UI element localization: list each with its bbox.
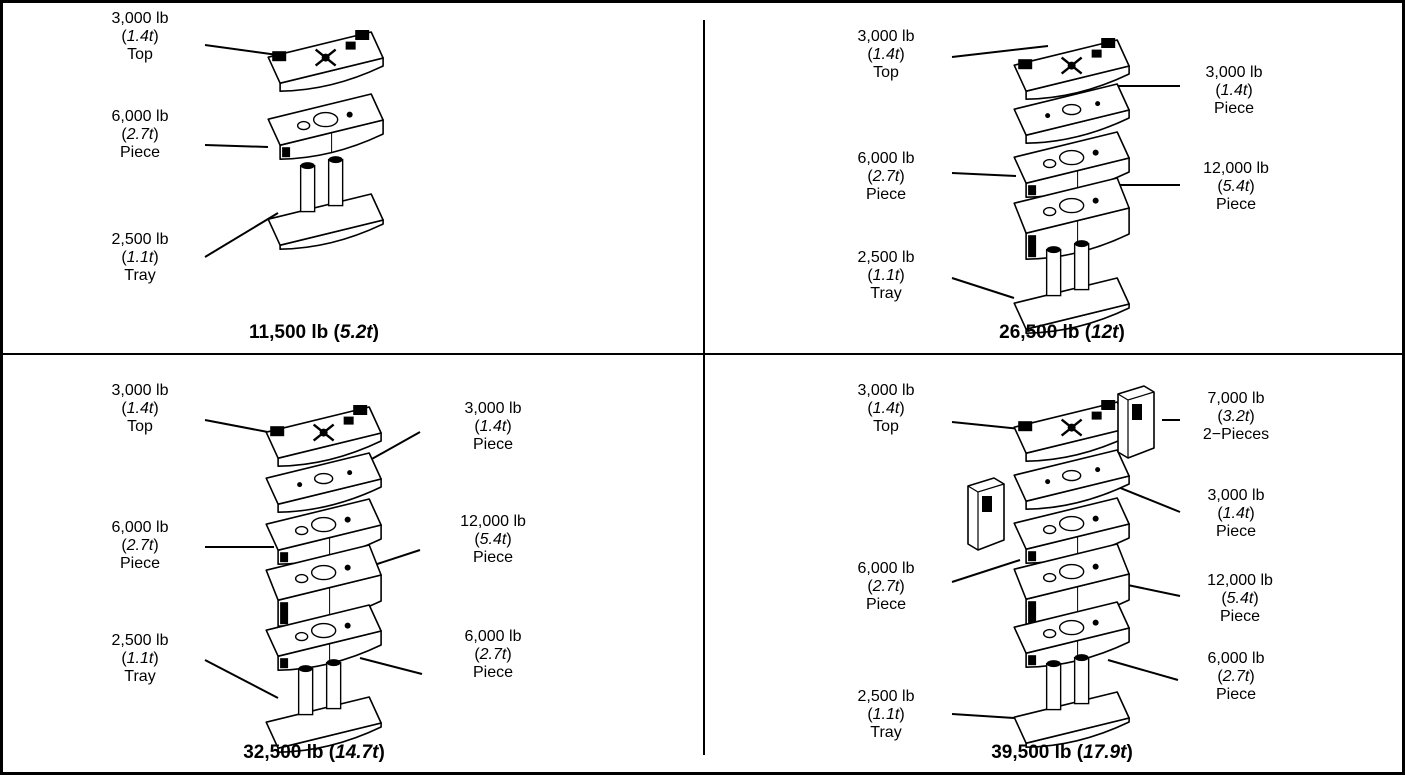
- leader-line: [951, 45, 1049, 58]
- label-tray-weight: 2,500 lb(1.1t)Tray: [857, 249, 915, 302]
- label-piece-weight: 3,000 lb(1.4t)Piece: [1207, 487, 1265, 540]
- piece-6000-shape: [267, 93, 384, 160]
- vertical-divider-bottom: [703, 355, 705, 755]
- top-plate-shape: [1013, 38, 1130, 100]
- label-two-pieces-weight: 7,000 lb(3.2t)2−Pieces: [1202, 390, 1270, 443]
- thin-piece-shape: [1013, 83, 1130, 144]
- vertical-divider-top: [703, 20, 705, 353]
- label-top-weight: 3,000 lb(1.4t)Top: [857, 382, 915, 435]
- label-piece-weight: 6,000 lb(2.7t)Piece: [1207, 650, 1265, 703]
- total-weight: 39,500 lb (17.9t): [991, 742, 1133, 763]
- leader-line: [204, 659, 279, 699]
- label-tray-weight: 2,500 lb(1.1t)Tray: [857, 688, 915, 741]
- leader-line: [1107, 659, 1179, 681]
- label-top-weight: 3,000 lb(1.4t)Top: [857, 28, 915, 81]
- top-plate-shape: [265, 405, 382, 467]
- label-piece-weight: 3,000 lb(1.4t)Piece: [464, 400, 522, 453]
- label-top-weight: 3,000 lb(1.4t)Top: [111, 10, 169, 63]
- tray-shape: [1013, 654, 1130, 748]
- label-piece-weight: 6,000 lb(2.7t)Piece: [857, 560, 915, 613]
- leader-line: [951, 559, 1021, 583]
- label-tray-weight: 2,500 lb(1.1t)Tray: [111, 231, 169, 284]
- horizontal-divider: [0, 353, 1405, 355]
- tray-shape: [267, 156, 384, 250]
- label-piece-weight: 6,000 lb(2.7t)Piece: [111, 108, 169, 161]
- leader-line: [951, 277, 1015, 299]
- label-piece-weight: 12,000 lb(5.4t)Piece: [1207, 572, 1273, 625]
- leader-line: [359, 657, 423, 675]
- total-weight: 32,500 lb (14.7t): [243, 742, 385, 763]
- label-piece-weight: 3,000 lb(1.4t)Piece: [1205, 64, 1263, 117]
- leader-line: [951, 713, 1015, 719]
- label-piece-weight: 6,000 lb(2.7t)Piece: [111, 519, 169, 572]
- total-weight: 11,500 lb (5.2t): [249, 322, 379, 343]
- label-piece-weight: 6,000 lb(2.7t)Piece: [464, 628, 522, 681]
- thin-piece-shape: [1013, 449, 1130, 510]
- label-top-weight: 3,000 lb(1.4t)Top: [111, 382, 169, 435]
- side-block-left-shape: [967, 477, 1005, 551]
- counterweight-pieces: [265, 30, 1155, 753]
- label-piece-weight: 12,000 lb(5.4t)Piece: [460, 513, 526, 566]
- leader-line: [951, 172, 1017, 177]
- tray-shape: [1013, 240, 1130, 334]
- top-plate-shape: [267, 30, 384, 92]
- leader-line: [204, 212, 279, 258]
- leader-line: [204, 144, 269, 148]
- side-block-right-shape: [1117, 385, 1155, 459]
- tray-shape: [265, 659, 382, 753]
- leader-line: [369, 431, 421, 461]
- piece-6000-shape: [1013, 497, 1130, 564]
- thin-piece-shape: [265, 452, 382, 513]
- label-piece-weight: 12,000 lb(5.4t)Piece: [1203, 160, 1269, 213]
- total-weight: 26,500 lb (12t): [999, 322, 1125, 343]
- piece-6000-shape: [1013, 131, 1130, 198]
- label-piece-weight: 6,000 lb(2.7t)Piece: [857, 150, 915, 203]
- label-tray-weight: 2,500 lb(1.1t)Tray: [111, 632, 169, 685]
